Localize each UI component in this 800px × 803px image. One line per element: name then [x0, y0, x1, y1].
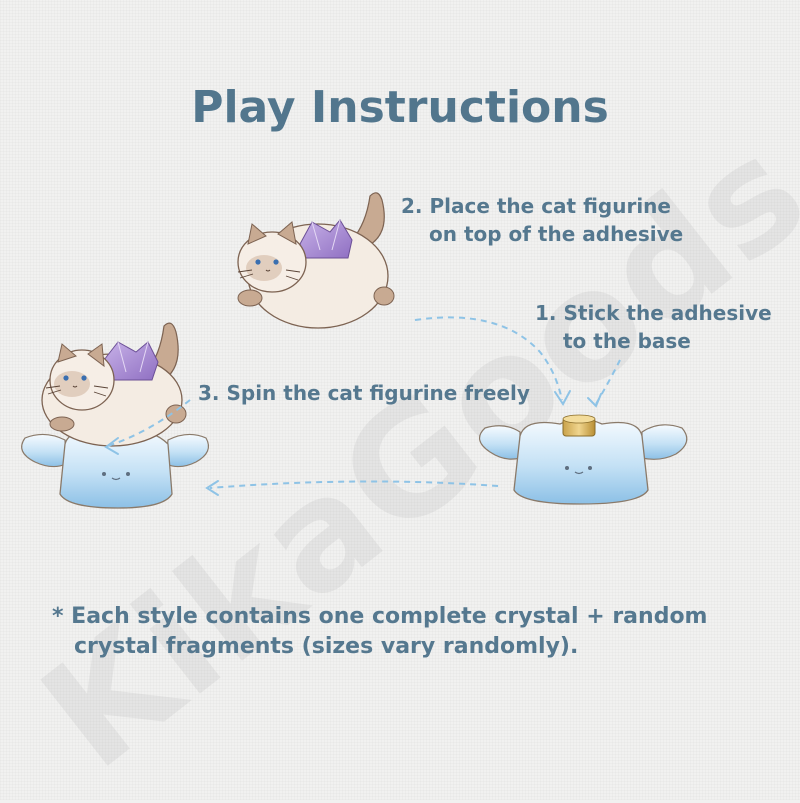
cat-figurine-lower [41, 322, 187, 447]
note-line-2: crystal fragments (sizes vary randomly). [74, 634, 579, 659]
step-2-line-2: on top of the adhesive [429, 222, 684, 246]
step-2-line-1: 2. Place the cat figurine [401, 194, 671, 218]
step-1-line-2: to the base [563, 329, 691, 353]
note-line-1: * Each style contains one complete cryst… [52, 604, 708, 629]
page-title: Play Instructions [191, 82, 609, 133]
step-2-text: 2. Place the cat figurine on top of the … [401, 192, 683, 248]
base-body [513, 418, 649, 505]
base-left [21, 428, 209, 509]
arrow-move [209, 480, 499, 489]
arrow-spin [107, 399, 191, 447]
base-wing-right [641, 424, 688, 460]
step-1-line-1: 1. Stick the adhesive [535, 301, 772, 325]
cat-figurine-upper [237, 192, 395, 329]
step-3-line-1: 3. Spin the cat figurine freely [198, 381, 530, 405]
base-wing-left [479, 425, 521, 460]
arrow-place [414, 316, 563, 401]
base-with-adhesive [479, 414, 688, 505]
step-3-text: 3. Spin the cat figurine freely [198, 379, 530, 407]
crystal [299, 219, 353, 259]
step-1-text: 1. Stick the adhesive to the base [535, 299, 772, 355]
crystal-note: * Each style contains one complete cryst… [52, 602, 707, 662]
